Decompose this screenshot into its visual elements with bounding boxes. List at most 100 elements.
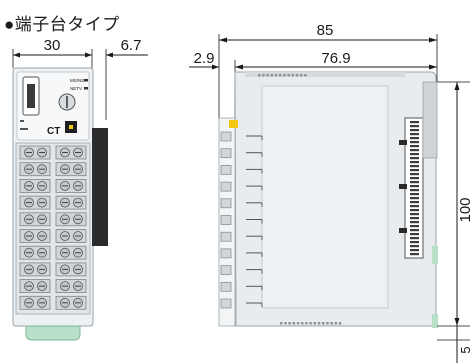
vent-dot (305, 322, 308, 325)
vent-dot (301, 322, 304, 325)
top-vents (258, 74, 307, 77)
arrow-head (212, 64, 219, 70)
side-terminal (220, 281, 232, 292)
led-label-netv: NETV (70, 86, 82, 91)
arrow-head (454, 318, 460, 326)
top-ridge (245, 72, 405, 77)
connector-pin (410, 169, 419, 172)
overall-depth-label: 85 (317, 22, 334, 39)
vent-dot (287, 74, 290, 77)
connector-pin (410, 233, 419, 236)
connector-pin (410, 125, 419, 128)
connector-pin (410, 249, 419, 252)
vent-dot (317, 322, 321, 325)
connector-pin (410, 189, 419, 192)
led-indicator (84, 87, 88, 90)
vent-dot (313, 322, 317, 325)
yellow-indicator (229, 120, 238, 128)
side-terminal (220, 265, 232, 275)
vent-dot (266, 74, 269, 77)
connector-pin (410, 241, 419, 244)
vent-dot (284, 322, 287, 325)
terminal-rows (19, 145, 87, 310)
vent-dot (309, 322, 312, 325)
arrow-head (235, 64, 243, 70)
side-terminal (220, 148, 232, 159)
bottom-vents (280, 322, 342, 325)
connector-pin (410, 133, 419, 136)
arrow-head (106, 52, 113, 58)
vent-dot (330, 322, 333, 325)
connector-pin (410, 229, 419, 232)
vent-dot (292, 322, 296, 325)
connector-pin (410, 201, 419, 204)
connector-pin (410, 213, 419, 216)
arrow-head (454, 82, 460, 90)
led-label-msns: MS/NS (70, 78, 84, 83)
vent-dot (295, 74, 299, 77)
vent-dot (270, 74, 274, 77)
vent-dot (338, 322, 342, 325)
vent-dot (300, 74, 303, 77)
arrow-head (219, 37, 227, 43)
vent-dot (296, 322, 300, 325)
recessed-panel (261, 85, 389, 309)
vent-dot (326, 322, 329, 325)
connector-pin (410, 193, 419, 196)
arrow-head (429, 64, 437, 70)
arrow-head (13, 52, 20, 58)
ct-indicator (69, 125, 73, 129)
rear-flange (422, 81, 438, 159)
rail-hook-bottom (432, 314, 438, 328)
connector-pin (410, 157, 419, 160)
front-view: 30 6.7 MS/NS NETV CT (12, 37, 148, 341)
connector-pin (410, 153, 419, 156)
connector-pin (410, 161, 419, 164)
side-terminal (220, 298, 232, 309)
small-mark (20, 128, 28, 130)
connector-pin (410, 221, 419, 224)
connector-pin (410, 205, 419, 208)
connector-latch (399, 184, 407, 189)
connector-pin (410, 121, 419, 124)
vent-dot (258, 74, 261, 77)
rail-hook-top (432, 246, 438, 264)
connector-pin (410, 129, 419, 132)
side-terminal (220, 165, 232, 175)
side-terminal (220, 181, 232, 192)
vent-dot (279, 74, 282, 77)
connector-pin (410, 149, 419, 152)
side-terminal (220, 231, 232, 242)
connector-latch (399, 140, 407, 145)
side-terminal (220, 198, 232, 209)
connector-pin (410, 165, 419, 168)
side-terminal (220, 248, 232, 259)
connector-pin (410, 245, 419, 248)
vent-dot (322, 322, 325, 325)
section-title: ●端子台タイプ (4, 15, 120, 34)
vent-dot (280, 322, 283, 325)
connector-pin (410, 185, 419, 188)
bottom-label: 5 (458, 346, 473, 353)
connector-pin (410, 173, 419, 176)
connector-pin (410, 209, 419, 212)
side-terminals (220, 131, 263, 309)
arrow-head (85, 52, 92, 58)
led-indicator (84, 79, 88, 82)
side-connector-block (92, 128, 108, 246)
connector-pin (410, 145, 419, 148)
connector-latch (399, 228, 407, 233)
small-mark (20, 120, 24, 122)
din-rail-clip (25, 325, 81, 341)
arrow-head (429, 37, 437, 43)
front-width-label: 30 (44, 37, 61, 54)
connector-pin (410, 141, 419, 144)
connector-pins (410, 121, 419, 256)
connector-pin (410, 137, 419, 140)
connector-pin (410, 217, 419, 220)
connector-slot (27, 84, 35, 108)
connector-pin (410, 177, 419, 180)
front-offset-label: 2.9 (194, 50, 215, 67)
